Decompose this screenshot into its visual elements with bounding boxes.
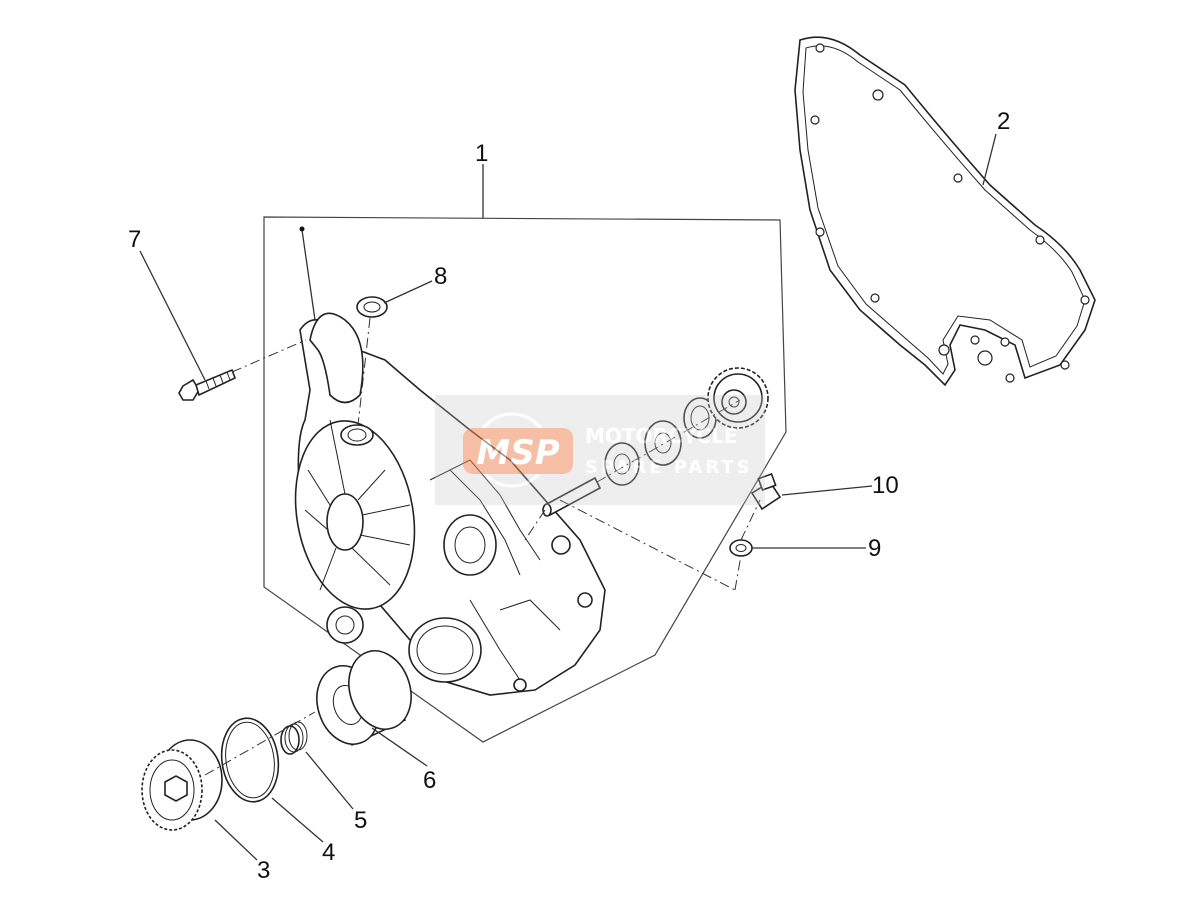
sealing-washer (729, 539, 753, 557)
callout-8: 8 (434, 263, 447, 290)
watermark-logo-text: MSP (476, 433, 559, 473)
callout-2: 2 (997, 108, 1010, 135)
callout-9: 9 (868, 535, 881, 562)
engine-cover (294, 312, 606, 696)
bolt (178, 368, 237, 401)
watermark: MSP MOTORCYCLE SPARE PARTS (435, 395, 765, 505)
callout-1: 1 (475, 140, 488, 167)
watermark-line-1: MOTORCYCLE (585, 424, 737, 448)
assembly-1-outline (263, 216, 787, 743)
callout-3: 3 (257, 857, 270, 884)
gasket (794, 36, 1096, 387)
callout-10: 10 (872, 472, 899, 499)
drive-gear (707, 367, 769, 429)
o-ring (220, 717, 280, 803)
watermark-logo-badge (463, 428, 573, 474)
bearing-1 (604, 442, 640, 486)
filter-cap (141, 739, 223, 831)
callout-labels: 1 2 3 4 5 6 7 8 9 10 (128, 108, 1010, 884)
callout-5: 5 (354, 807, 367, 834)
assembly-axes (204, 317, 761, 776)
pump-shaft (542, 476, 602, 517)
watermark-line-2: SPARE PARTS (585, 457, 753, 478)
callout-4: 4 (322, 839, 335, 866)
seal-ring (356, 296, 388, 318)
oil-filter (316, 650, 412, 747)
reference-dot (299, 226, 305, 232)
leader-lines (139, 133, 997, 861)
spring (280, 721, 308, 755)
callout-7: 7 (128, 226, 141, 253)
callout-6: 6 (423, 767, 436, 794)
bearing-2 (644, 420, 682, 466)
